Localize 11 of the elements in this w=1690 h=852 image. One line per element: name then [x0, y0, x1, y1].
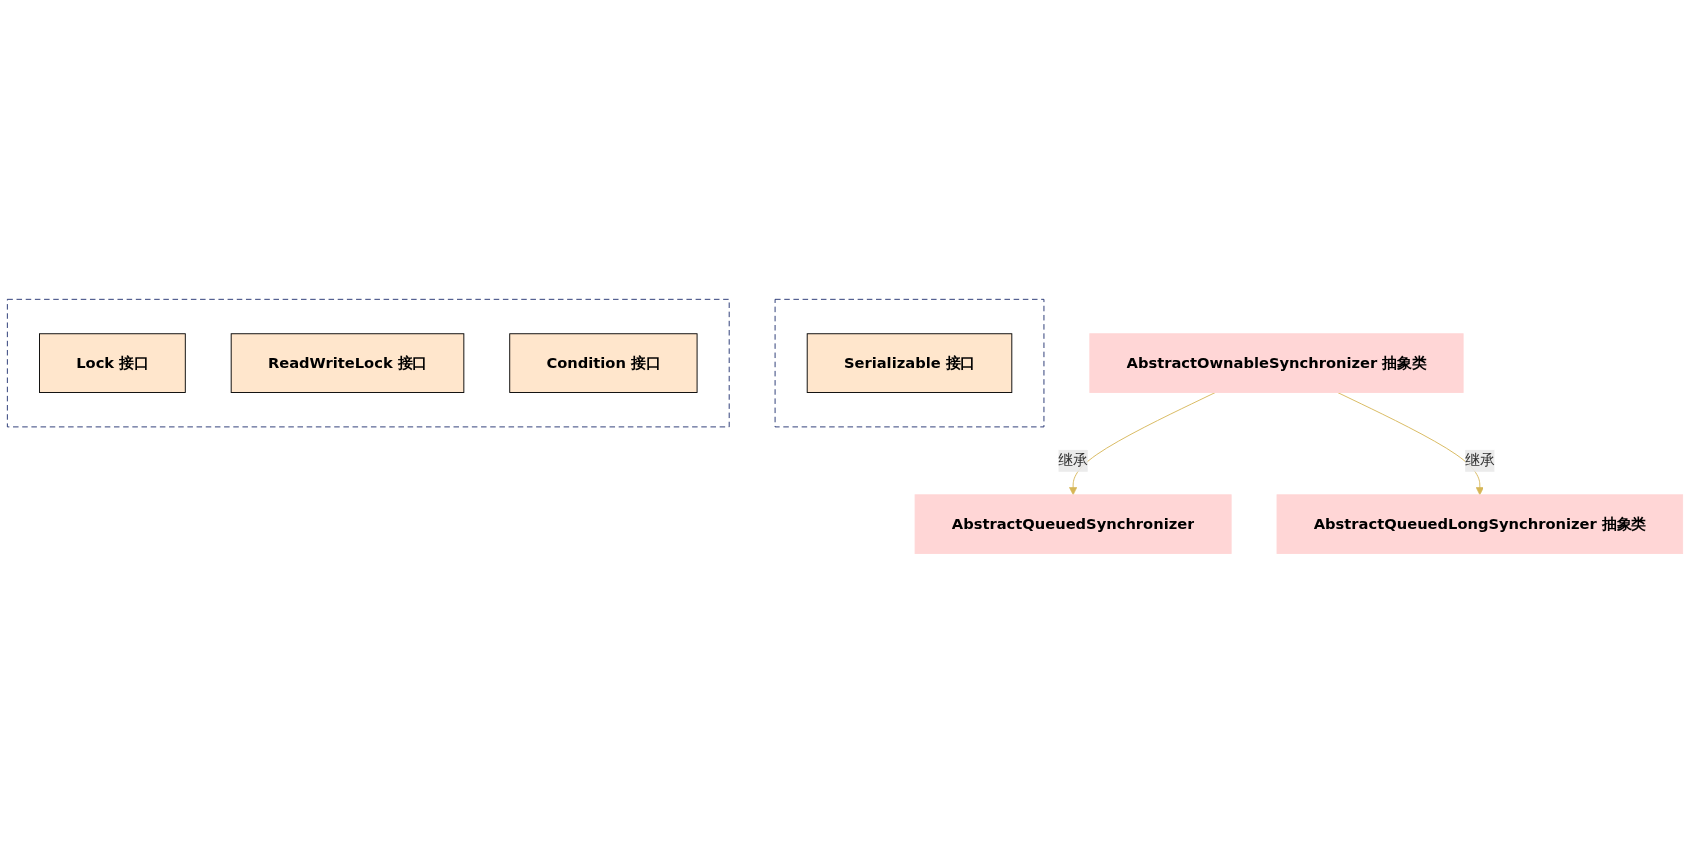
cluster — [6, 298, 730, 427]
edge-label: 继承 — [1058, 451, 1088, 469]
node-box: Serializable 接口 — [806, 332, 1013, 393]
node-box: AbstractQueuedLongSynchronizer 抽象类 — [1276, 493, 1684, 554]
node-box: ReadWriteLock 接口 — [230, 332, 465, 393]
node-box: AbstractOwnableSynchronizer 抽象类 — [1089, 332, 1464, 393]
node-box: Lock 接口 — [39, 332, 186, 393]
cluster — [774, 298, 1045, 427]
node-box: Condition 接口 — [509, 332, 698, 393]
node-box: AbstractQueuedSynchronizer — [914, 493, 1232, 554]
edge-label: 继承 — [1465, 451, 1495, 469]
